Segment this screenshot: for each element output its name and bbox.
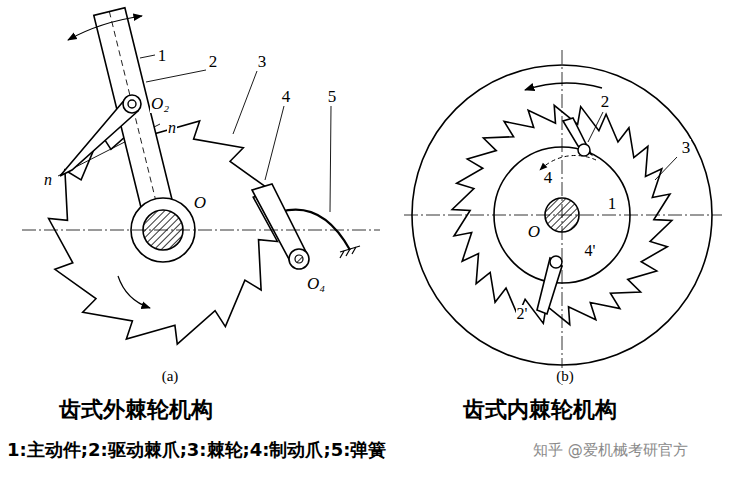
callout-number: 2 — [600, 93, 611, 112]
leader-line — [655, 157, 677, 180]
leader-line — [233, 71, 257, 134]
leader-line — [146, 70, 206, 82]
center-label: O — [527, 223, 541, 242]
pivot — [550, 256, 562, 268]
pivot — [289, 249, 309, 269]
pivot-label: O₂ — [150, 95, 170, 114]
ground — [340, 246, 360, 258]
line-label: n — [167, 119, 177, 137]
centerline — [404, 215, 722, 216]
center-label: O — [193, 194, 207, 213]
figure-caption: 齿式外棘轮机构 — [58, 398, 214, 422]
pivot-label: O₄ — [306, 275, 326, 294]
rotation-arrow — [525, 83, 602, 90]
leader-line — [330, 106, 331, 212]
pivot — [295, 255, 303, 263]
internal-ratchet — [404, 50, 722, 385]
callout-number: 5 — [327, 88, 338, 107]
callout-number: 1 — [607, 195, 618, 214]
watermark: 知乎 @爱机械考研官方 — [532, 442, 689, 459]
centerline — [562, 50, 563, 385]
parts-key: 1:主动件;2:驱动棘爪;3:棘轮;4:制动爪;5:弹簧 — [6, 440, 387, 460]
figure-caption: 齿式内棘轮机构 — [462, 398, 618, 422]
line-label: n — [43, 171, 53, 189]
pivot — [578, 144, 590, 156]
callout-number: 4 — [281, 88, 292, 107]
leader-line — [265, 106, 284, 180]
callout-number: 2' — [516, 305, 529, 323]
callout-number: 4' — [584, 242, 597, 260]
callout-number: 3 — [257, 53, 268, 72]
external-ratchet — [22, 8, 380, 344]
callout-number: 2 — [208, 53, 219, 72]
leader-line — [588, 112, 603, 142]
rotation-arrow — [118, 276, 150, 308]
callout-number: 3 — [681, 139, 692, 158]
callout-number: 4 — [543, 169, 554, 188]
swing-arrow — [68, 16, 142, 40]
figure-label: (a) — [161, 368, 180, 385]
centerline — [22, 230, 380, 231]
figure-label: (b) — [555, 368, 575, 385]
callout-number: 1 — [157, 47, 168, 66]
leader-line — [140, 55, 155, 58]
pivot — [128, 100, 136, 108]
pivot — [123, 95, 141, 113]
